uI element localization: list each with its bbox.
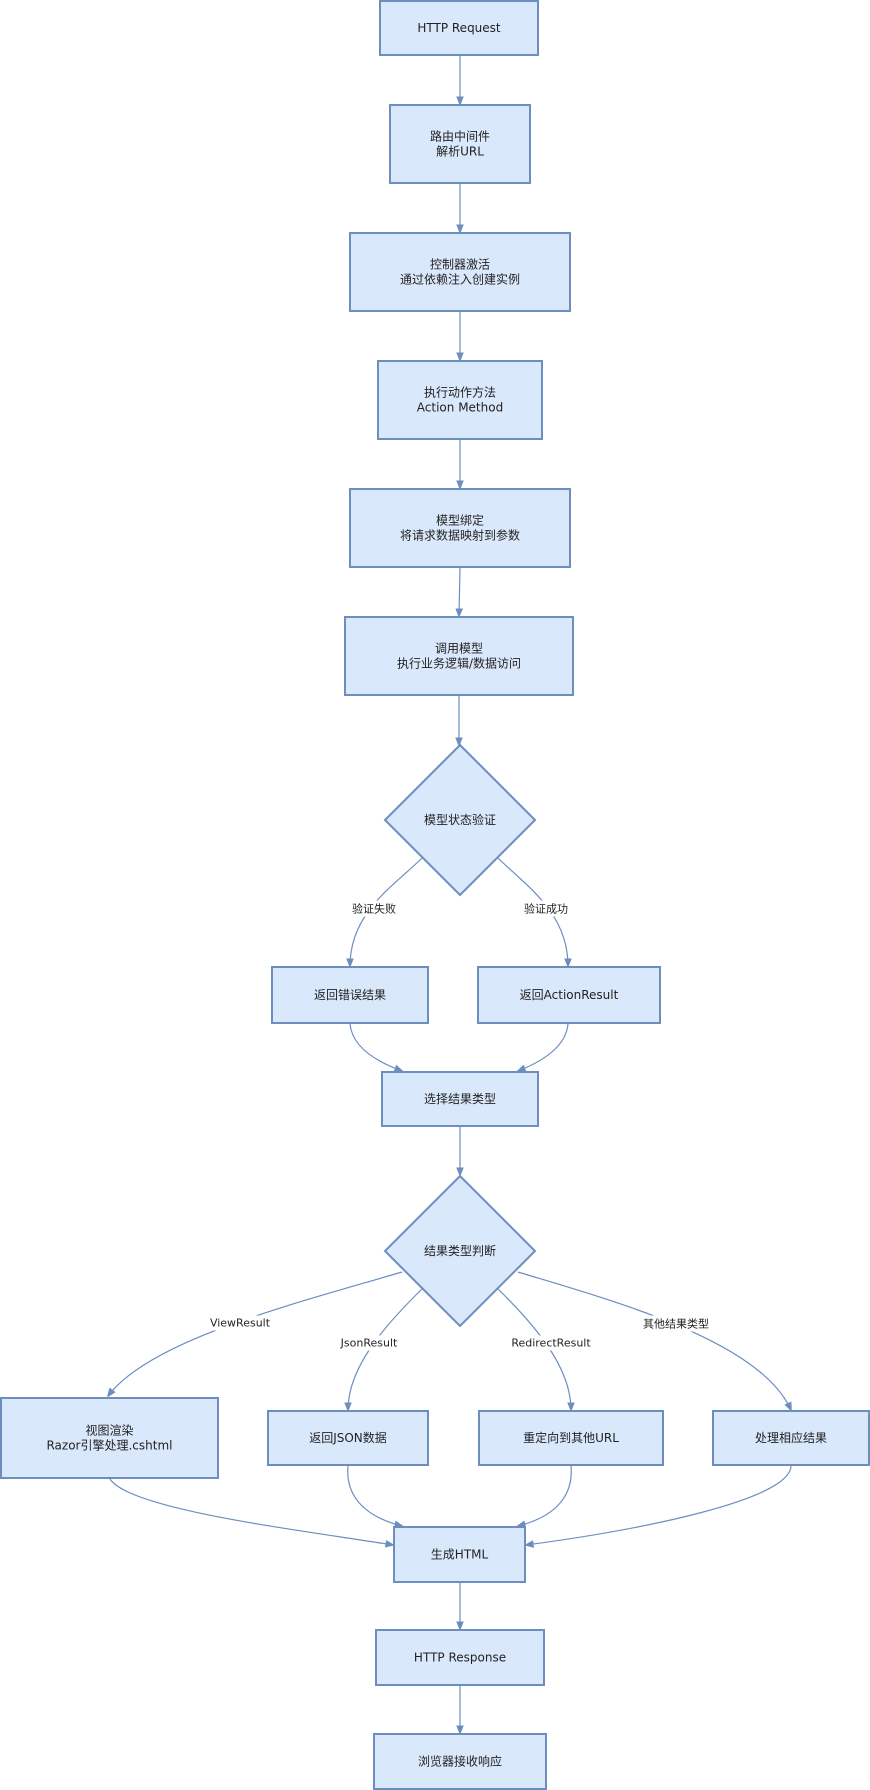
node-label: 返回JSON数据	[309, 1430, 387, 1445]
node-box	[349, 488, 571, 568]
node-label: 浏览器接收响应	[418, 1754, 502, 1769]
edge-label-json-result: JsonResult	[340, 1337, 398, 1350]
edge-label-success: 验证成功	[524, 902, 568, 916]
node-return-json: 返回JSON数据	[267, 1410, 429, 1466]
node-box	[375, 1629, 545, 1686]
node-label: 结果类型判断	[424, 1243, 496, 1258]
edge-binding-invoke	[459, 567, 460, 616]
decision-diamond	[383, 743, 537, 897]
edge-label-other: 其他结果类型	[643, 1317, 709, 1331]
node-other-result: 处理相应结果	[712, 1410, 870, 1466]
node-label: 路由中间件	[430, 129, 490, 144]
node-box	[0, 1397, 219, 1479]
node-label: 执行业务逻辑/数据访问	[397, 656, 521, 671]
edge-other-generate	[526, 1465, 792, 1545]
node-return-action: 返回ActionResult	[477, 966, 661, 1024]
node-box	[344, 616, 574, 696]
node-box	[381, 1071, 539, 1127]
node-label: 将请求数据映射到参数	[400, 528, 520, 543]
edge-label-background	[207, 1315, 273, 1331]
node-box	[379, 0, 539, 56]
node-label: 重定向到其他URL	[523, 1430, 619, 1445]
node-result-check: 结果类型判断	[383, 1174, 537, 1328]
node-box	[377, 360, 543, 440]
node-box	[373, 1733, 547, 1790]
node-box	[349, 232, 571, 312]
node-label: 视图渲染	[85, 1423, 133, 1438]
edge-label-background	[522, 900, 570, 917]
node-box	[712, 1410, 870, 1466]
edge-check-view	[108, 1271, 403, 1396]
edge-actionresult-select	[518, 1023, 569, 1071]
node-label: 模型绑定	[436, 513, 484, 528]
node-label: 返回ActionResult	[520, 988, 619, 1002]
node-generate-html: 生成HTML	[393, 1526, 526, 1583]
node-label: 选择结果类型	[424, 1092, 496, 1106]
node-http-response: HTTP Response	[375, 1629, 545, 1686]
node-label: HTTP Request	[417, 21, 501, 35]
node-label: 调用模型	[435, 642, 483, 656]
edge-label-fail: 验证失败	[352, 902, 396, 916]
node-return-error: 返回错误结果	[271, 966, 429, 1024]
edge-label-background	[350, 900, 398, 917]
edge-label-view-result: ViewResult	[210, 1317, 271, 1330]
decision-diamond	[383, 1174, 537, 1328]
edge-json-generate	[347, 1465, 402, 1526]
node-select-result: 选择结果类型	[381, 1071, 539, 1127]
node-label: 控制器激活	[430, 258, 490, 272]
node-label: 生成HTML	[431, 1548, 489, 1562]
node-label: Razor引擎处理.cshtml	[46, 1438, 172, 1453]
node-label: 模型状态验证	[424, 812, 496, 827]
edge-view-generate	[109, 1478, 393, 1545]
node-box	[478, 1410, 664, 1466]
node-box	[393, 1526, 526, 1583]
node-redirect: 重定向到其他URL	[478, 1410, 664, 1466]
edge-label-redirect-result: RedirectResult	[511, 1337, 591, 1350]
edge-redirect-generate	[518, 1465, 572, 1526]
edge-label-background	[509, 1335, 594, 1351]
node-label: HTTP Response	[414, 1651, 506, 1665]
edge-label-background	[641, 1315, 711, 1332]
node-box	[271, 966, 429, 1024]
edge-error-select	[349, 1023, 402, 1071]
node-http-request: HTTP Request	[379, 0, 539, 56]
node-label: 执行动作方法	[424, 385, 496, 400]
node-label: 处理相应结果	[755, 1430, 827, 1445]
node-box	[267, 1410, 429, 1466]
node-label: Action Method	[417, 401, 503, 415]
node-label: 解析URL	[436, 145, 484, 159]
edge-label-background	[337, 1335, 401, 1351]
node-label: 返回错误结果	[314, 988, 386, 1002]
node-label: 通过依赖注入创建实例	[400, 272, 520, 287]
node-validation: 模型状态验证	[383, 743, 537, 897]
node-box	[477, 966, 661, 1024]
node-browser: 浏览器接收响应	[373, 1733, 547, 1790]
node-box	[389, 104, 531, 184]
